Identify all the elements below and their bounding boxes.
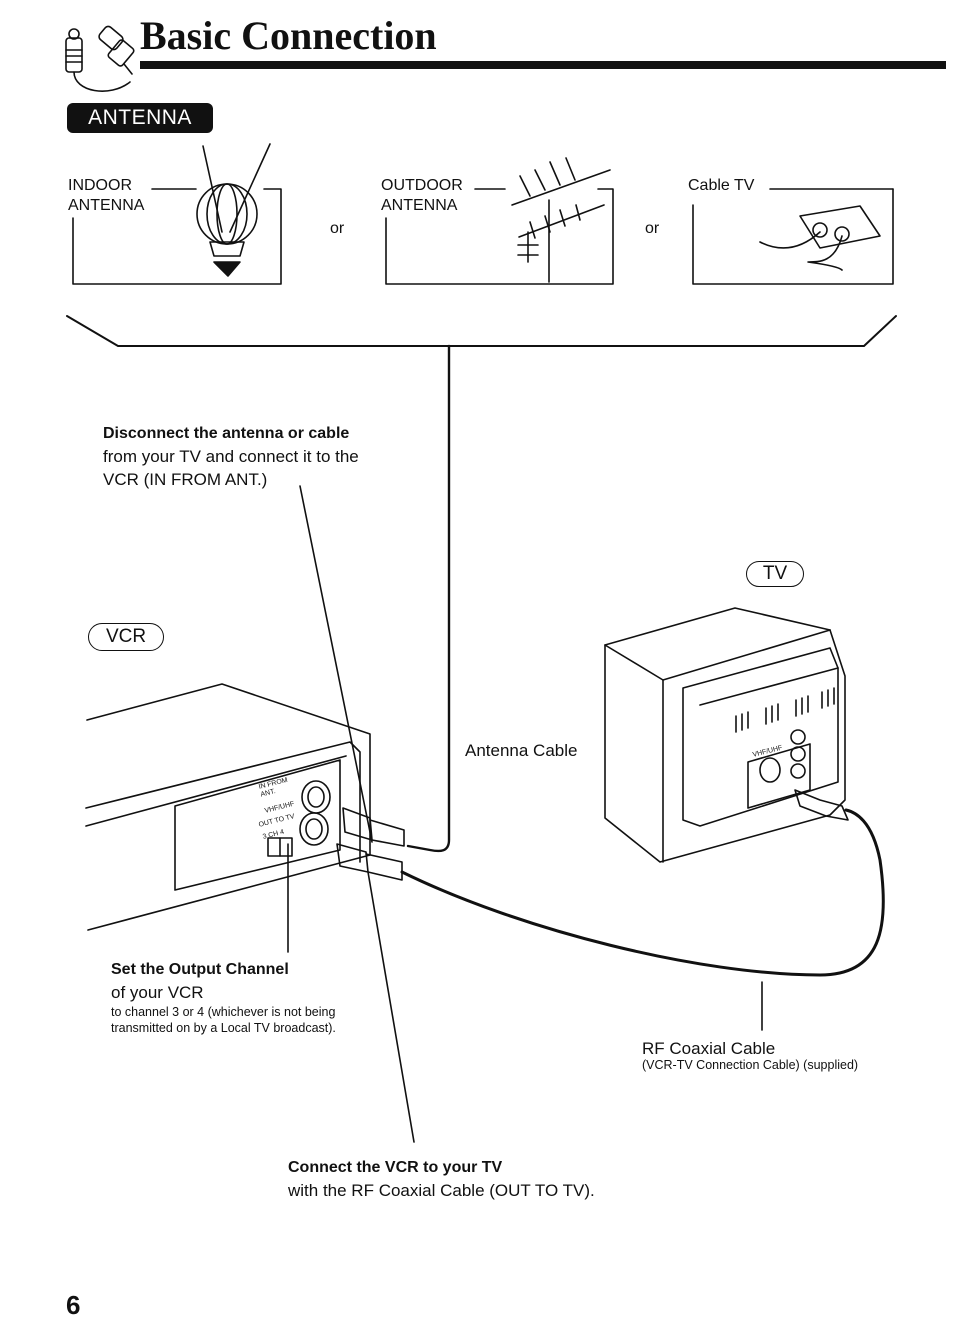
disconnect-heading: Disconnect the antenna or cable [103,425,350,442]
cable-tv-outlet-illustration [692,188,894,285]
rf-coaxial-label: RF Coaxial Cable [642,1039,776,1058]
outdoor-label-line1: OUTDOOR [381,177,463,194]
tv-illustration [604,607,849,863]
page-number: 6 [66,1290,81,1320]
page-title: Basic Connection [140,13,437,58]
title-rule [140,61,946,69]
disconnect-line2: VCR (IN FROM ANT.) [103,470,268,489]
section-badge: ANTENNA [67,103,213,133]
tv-tag: TV [746,561,804,587]
connect-tv-heading: Connect the VCR to your TV [288,1159,503,1176]
connect-tv-line: with the RF Coaxial Cable (OUT TO TV). [288,1181,595,1200]
output-channel-note-line2: transmitted on by a Local TV broadcast). [111,1021,336,1035]
rf-coaxial-note: (VCR-TV Connection Cable) (supplied) [642,1058,859,1072]
outdoor-antenna-illustration [385,157,614,285]
outdoor-label-line2: ANTENNA [381,197,458,214]
output-channel-line: of your VCR [111,983,204,1002]
disconnect-line1: from your TV and connect it to the [103,447,359,466]
output-channel-note-line1: to channel 3 or 4 (whichever is not bein… [111,1005,336,1019]
vcr-tag: VCR [88,623,164,651]
indoor-antenna-illustration [72,143,282,285]
indoor-label-line2: ANTENNA [68,197,145,214]
or-label-1: or [330,220,345,237]
cable-tv-label: Cable TV [688,177,755,194]
indoor-label-line1: INDOOR [68,177,132,194]
vcr-illustration [85,683,405,931]
antenna-cable-label: Antenna Cable [465,741,578,760]
output-channel-heading: Set the Output Channel [111,961,289,978]
or-label-2: or [645,220,660,237]
cable-plug-icon [65,25,135,92]
